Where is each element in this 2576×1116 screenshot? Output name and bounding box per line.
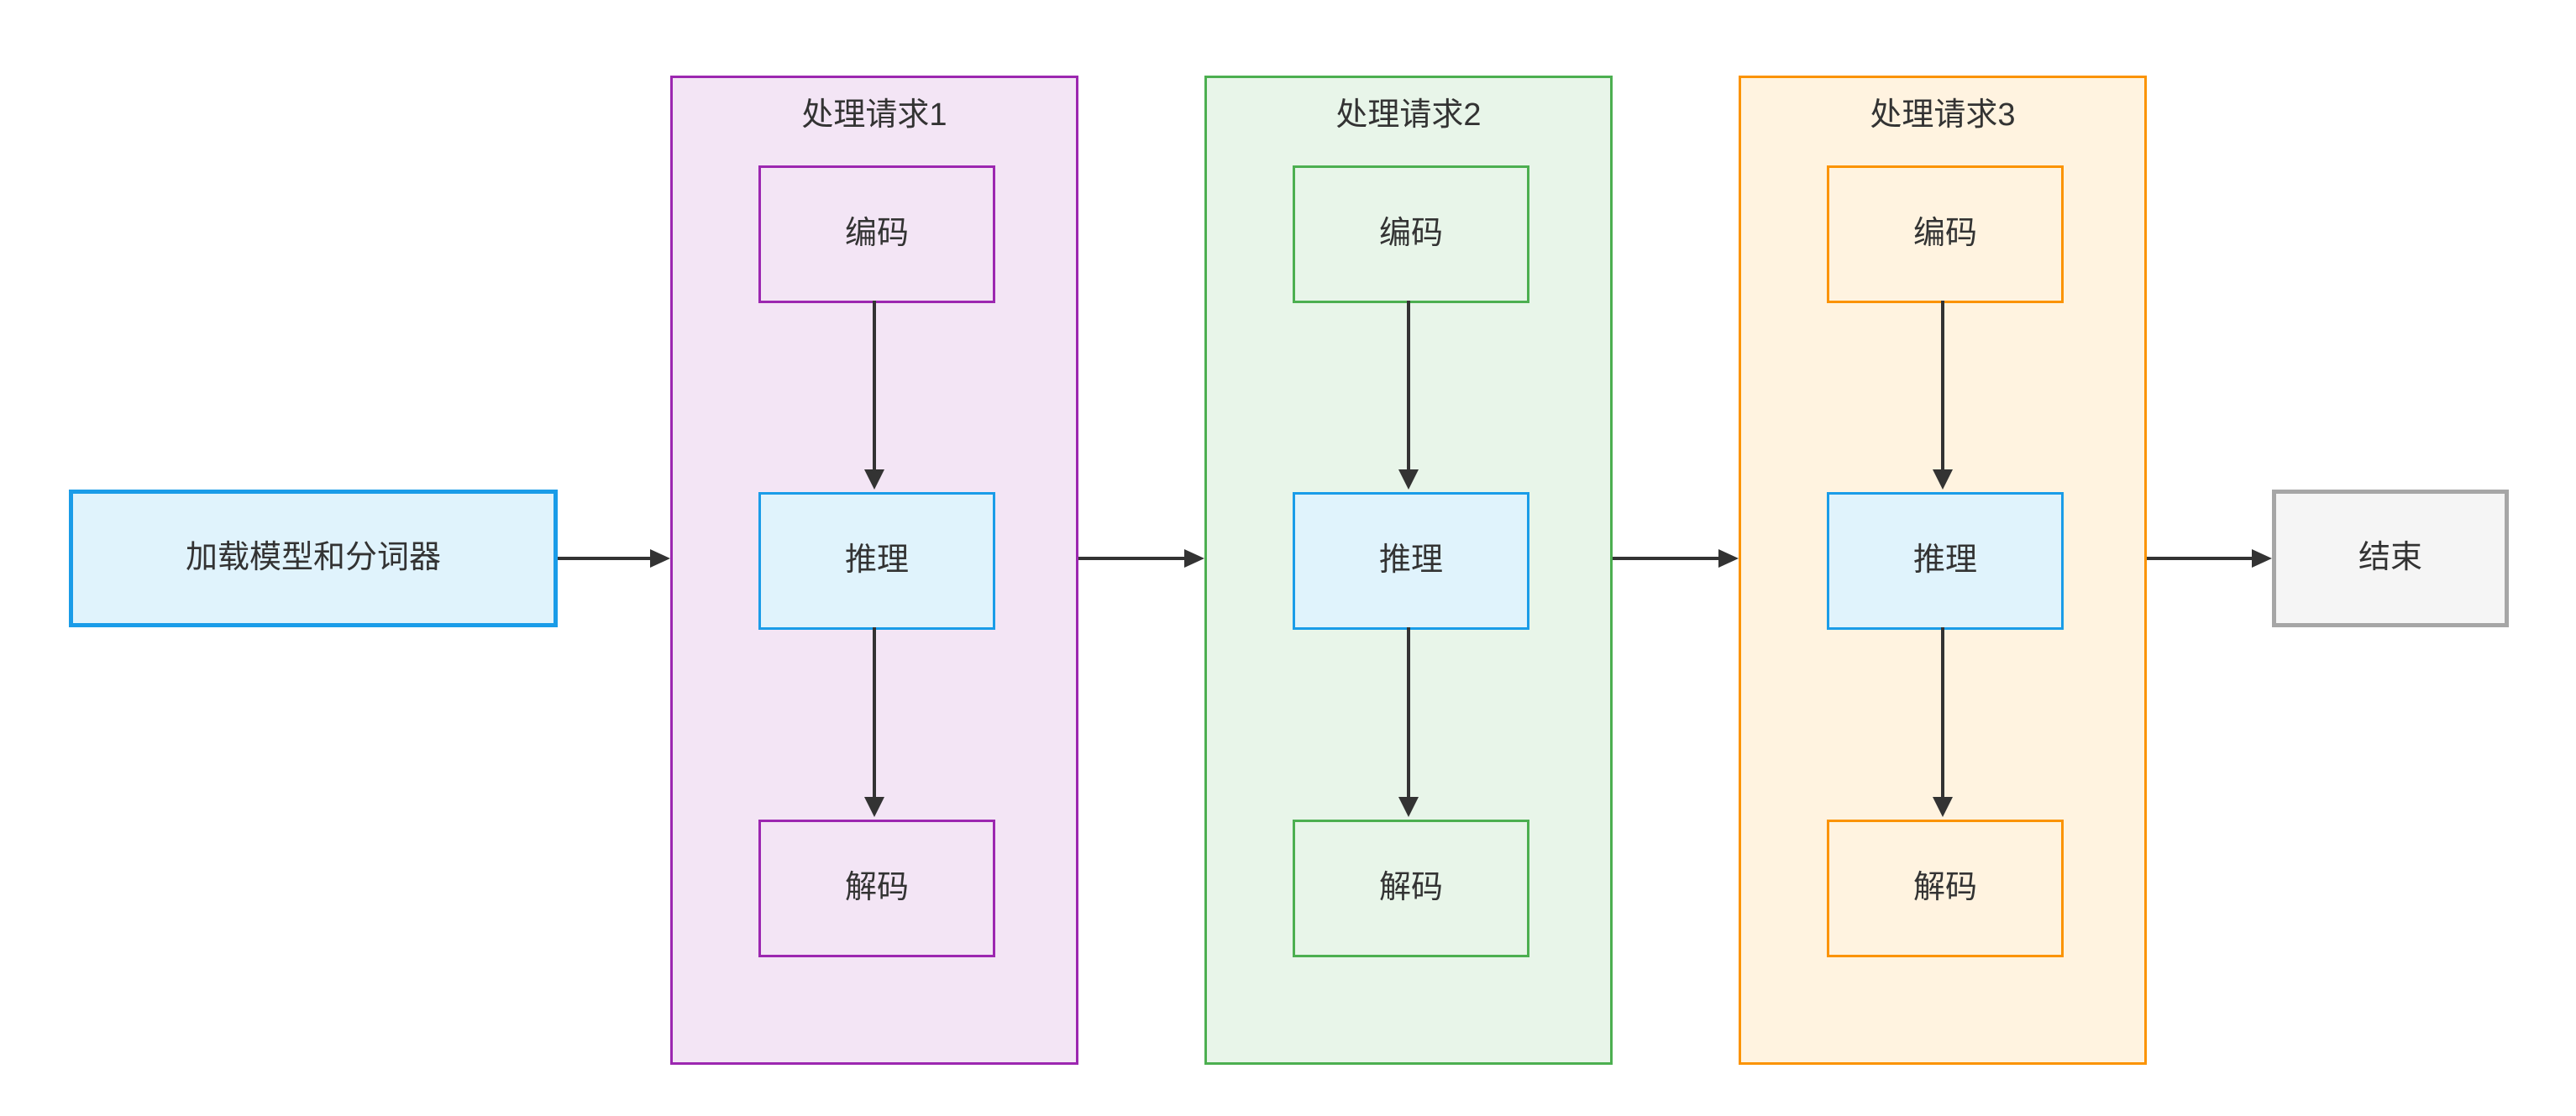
inference-node: 推理 (1293, 492, 1529, 630)
decode-node: 解码 (758, 820, 995, 957)
arrowhead-right-icon (1184, 549, 1204, 568)
subgraph-title: 处理请求3 (1870, 97, 2016, 133)
inference-node-label: 推理 (1912, 542, 1977, 579)
arrowhead-right-icon (2252, 549, 2272, 568)
end-node-label: 结束 (2358, 540, 2422, 576)
decode-node: 解码 (1293, 820, 1529, 957)
subgraph-title: 处理请求1 (801, 97, 947, 133)
encode-node: 编码 (758, 165, 995, 303)
encode-node: 编码 (1827, 165, 2064, 303)
encode-node-label: 编码 (1378, 216, 1443, 252)
inference-node-label: 推理 (1378, 542, 1443, 579)
inference-node: 推理 (1827, 492, 2064, 630)
start-node-label: 加载模型和分词器 (185, 540, 441, 576)
decode-node: 解码 (1827, 820, 2064, 957)
arrowhead-right-icon (650, 549, 670, 568)
start-node-load-model-tokenizer: 加载模型和分词器 (69, 490, 558, 627)
decode-node-label: 解码 (844, 870, 909, 906)
encode-node-label: 编码 (1912, 216, 1977, 252)
encode-node: 编码 (1293, 165, 1529, 303)
end-node: 结束 (2272, 490, 2509, 627)
subgraph-process-request-1: 处理请求1 编码 推理 解码 (670, 76, 1078, 1065)
subgraph-process-request-2: 处理请求2 编码 推理 解码 (1204, 76, 1613, 1065)
decode-node-label: 解码 (1912, 870, 1977, 906)
inference-node-label: 推理 (844, 542, 909, 579)
arrowhead-right-icon (1718, 549, 1739, 568)
subgraph-process-request-3: 处理请求3 编码 推理 解码 (1739, 76, 2147, 1065)
decode-node-label: 解码 (1378, 870, 1443, 906)
inference-node: 推理 (758, 492, 995, 630)
encode-node-label: 编码 (844, 216, 909, 252)
subgraph-title: 处理请求2 (1335, 97, 1482, 133)
